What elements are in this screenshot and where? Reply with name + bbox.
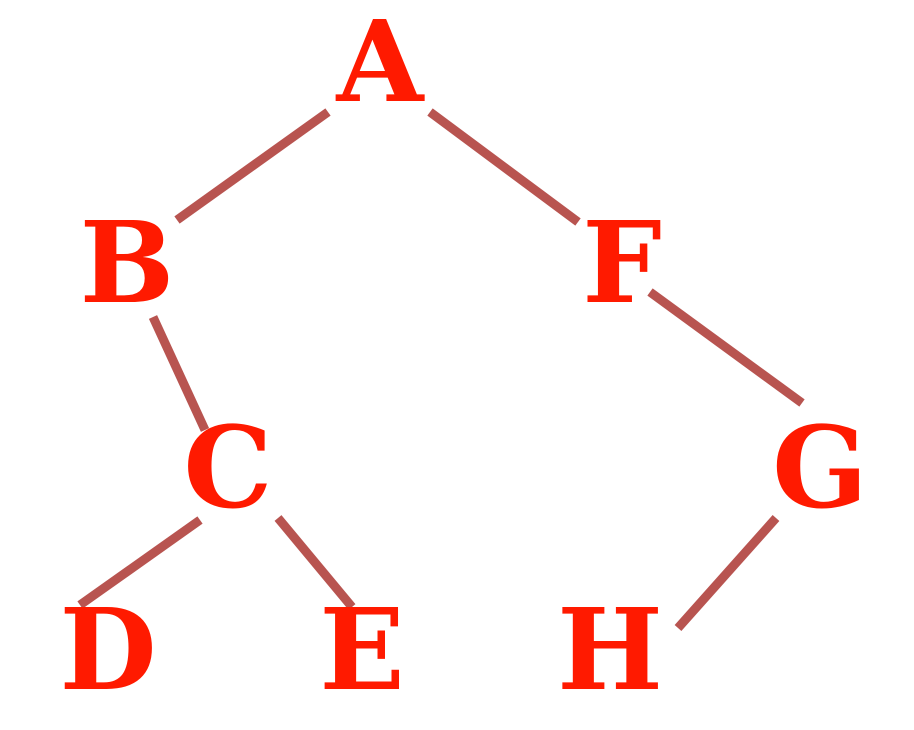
edge-c-e	[274, 515, 356, 610]
tree-nodes: A B F C G D E H	[59, 0, 867, 716]
node-c: C	[183, 403, 272, 534]
tree-edges	[77, 108, 805, 631]
edge-c-d	[77, 516, 203, 609]
edge-a-b	[174, 108, 331, 224]
node-h: H	[557, 585, 663, 716]
edge-f-g	[647, 288, 805, 407]
node-g: G	[772, 403, 868, 534]
node-e: E	[319, 585, 404, 716]
node-d: D	[59, 585, 156, 716]
edge-a-f	[427, 108, 581, 226]
node-a: A	[336, 0, 426, 128]
edge-b-c	[148, 315, 210, 432]
edge-g-h	[674, 515, 780, 631]
node-b: B	[80, 198, 175, 329]
node-f: F	[582, 198, 662, 329]
